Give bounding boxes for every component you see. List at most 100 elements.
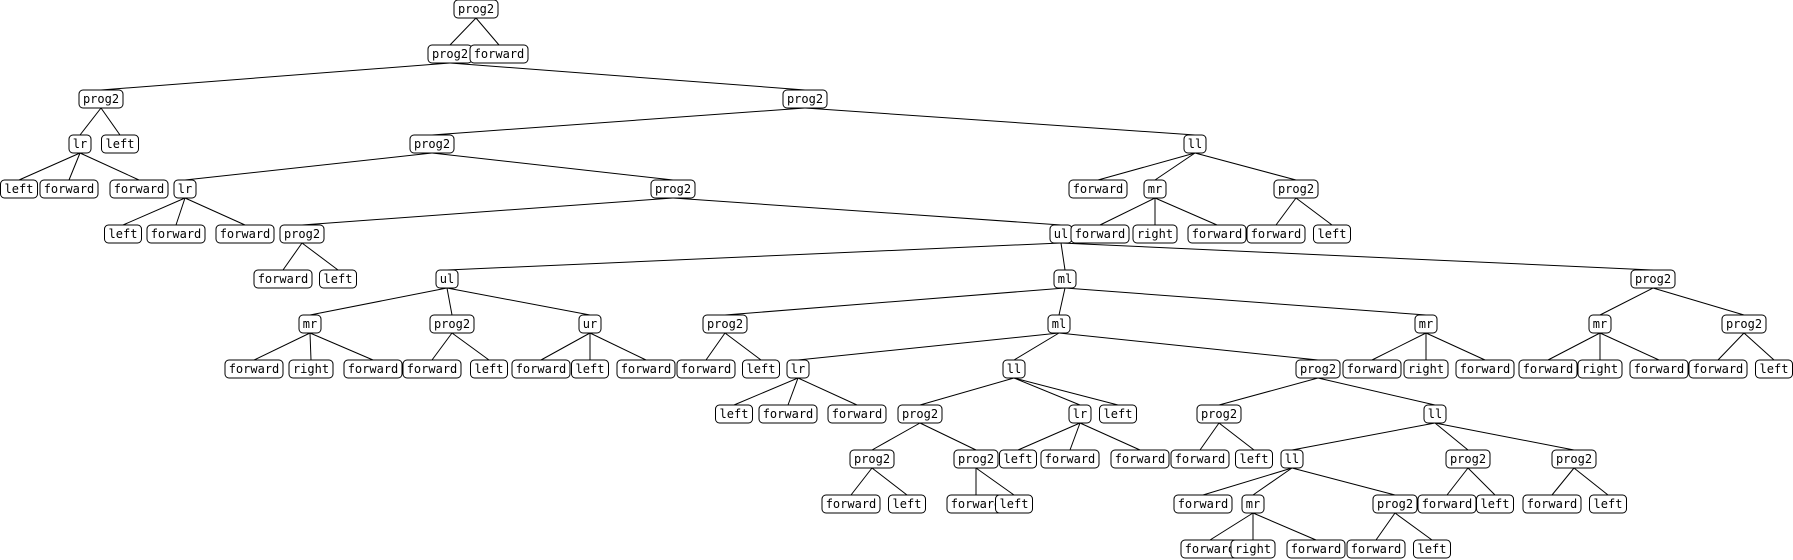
tree-edge — [79, 152, 140, 181]
tree-edge — [431, 152, 674, 181]
node-box — [786, 359, 810, 379]
tree-node-forward: forward — [402, 359, 462, 379]
node-label: mr — [1246, 497, 1260, 511]
node-box — [453, 0, 499, 19]
node-box — [702, 314, 748, 334]
tree-node-forward: forward — [946, 494, 1006, 514]
tree-node-mr: mr — [298, 314, 322, 334]
node-box — [715, 404, 753, 424]
tree-node-mr: mr — [1588, 314, 1612, 334]
node-label: forward — [1527, 497, 1578, 511]
tree-node-forward: forward — [1417, 494, 1477, 514]
node-box — [1577, 359, 1623, 379]
node-label: forward — [1422, 497, 1473, 511]
tree-node-lr: lr — [68, 134, 92, 154]
tree-edge — [1252, 467, 1293, 496]
tree-edge — [1199, 422, 1220, 451]
tree-edge — [1434, 422, 1575, 451]
tree-node-forward: forward — [343, 359, 403, 379]
tree-edge — [1079, 422, 1141, 451]
tree-edge — [1291, 422, 1436, 451]
node-label: prog2 — [458, 2, 494, 16]
tree-edge — [475, 17, 500, 46]
node-label: prog2 — [1556, 452, 1592, 466]
tree-node-lr: lr — [786, 359, 810, 379]
node-box — [1522, 494, 1582, 514]
tree-node-ll: ll — [1423, 404, 1447, 424]
tree-edge — [1317, 377, 1436, 406]
tree-node-prog2: prog2 — [1295, 359, 1341, 379]
tree-node-forward: forward — [827, 404, 887, 424]
tree-node-right: right — [288, 359, 334, 379]
node-label: prog2 — [1300, 362, 1336, 376]
tree-edge — [446, 242, 1062, 271]
tree-edge — [1013, 332, 1060, 361]
node-box — [109, 179, 169, 199]
node-box — [1346, 539, 1406, 559]
tree-node-prog2: prog2 — [409, 134, 455, 154]
tree-node-forward: forward — [1068, 179, 1128, 199]
tree-edge — [1060, 242, 1654, 271]
node-box — [1187, 224, 1247, 244]
tree-edge — [797, 377, 858, 406]
node-box — [1170, 449, 1230, 469]
tree-edge — [449, 17, 477, 46]
tree-node-left: left — [1235, 449, 1273, 469]
node-label: prog2 — [1726, 317, 1762, 331]
node-box — [995, 494, 1033, 514]
node-label: prog2 — [958, 452, 994, 466]
tree-node-right: right — [1577, 359, 1623, 379]
tree-node-forward: forward — [215, 224, 275, 244]
tree-node-forward: forward — [758, 404, 818, 424]
tree-node-forward: forward — [1629, 359, 1689, 379]
node-label: forward — [229, 362, 280, 376]
tree-node-left: left — [1413, 539, 1451, 559]
node-box — [953, 449, 999, 469]
node-box — [1721, 314, 1767, 334]
node-box — [1070, 224, 1130, 244]
tree-edge — [449, 62, 806, 91]
tree-node-forward: forward — [1110, 449, 1170, 469]
tree-edge — [672, 197, 1062, 226]
tree-node-mr: mr — [1241, 494, 1265, 514]
node-box — [173, 179, 197, 199]
tree-node-prog2: prog2 — [279, 224, 325, 244]
tree-node-forward: forward — [1040, 449, 1100, 469]
node-box — [1196, 404, 1242, 424]
tree-node-ll: ll — [1002, 359, 1026, 379]
node-label: forward — [763, 407, 814, 421]
tree-node-left: left — [999, 449, 1037, 469]
node-box — [827, 404, 887, 424]
node-label: ul — [1054, 227, 1068, 241]
tree-edge — [68, 152, 81, 181]
tree-node-forward: forward — [469, 44, 529, 64]
tree-edge — [871, 467, 908, 496]
tree-node-forward: forward — [1688, 359, 1748, 379]
tree-edge — [850, 467, 873, 496]
tree-node-forward: forward — [1173, 494, 1233, 514]
node-box — [1630, 269, 1676, 289]
node-box — [253, 269, 313, 289]
tree-node-prog2: prog2 — [953, 449, 999, 469]
node-box — [849, 449, 895, 469]
node-label: forward — [220, 227, 271, 241]
tree-node-left: left — [101, 134, 139, 154]
node-label: ll — [1007, 362, 1021, 376]
tree-node-left: left — [888, 494, 926, 514]
node-box — [1518, 359, 1578, 379]
node-box — [999, 449, 1037, 469]
node-label: left — [720, 407, 749, 421]
node-box — [1372, 494, 1418, 514]
node-label: forward — [951, 497, 1002, 511]
tree-edge — [1547, 332, 1601, 361]
node-box — [571, 359, 609, 379]
node-box — [429, 314, 475, 334]
tree-node-prog2: prog2 — [453, 0, 499, 19]
node-box — [1110, 449, 1170, 469]
tree-node-prog2: prog2 — [897, 404, 943, 424]
node-label: mr — [1148, 182, 1162, 196]
node-box — [343, 359, 403, 379]
node-box — [1413, 539, 1451, 559]
tree-node-prog2: prog2 — [1721, 314, 1767, 334]
tree-edge — [184, 197, 246, 226]
